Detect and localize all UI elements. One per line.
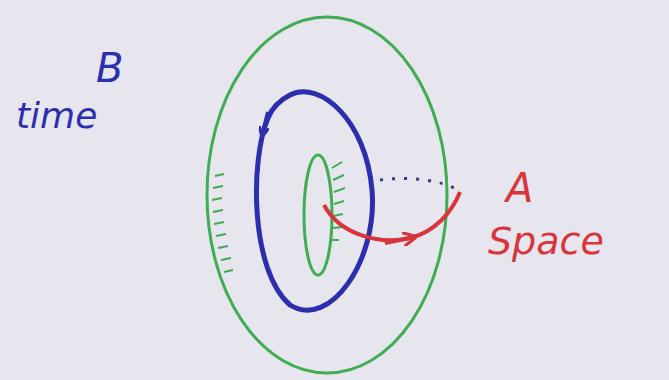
cycle-a-arc — [324, 192, 460, 240]
cycle-meaning: time — [16, 98, 97, 134]
cycle-letter: B — [96, 48, 123, 88]
cycle-letter: A — [506, 168, 533, 208]
torus-hole — [304, 155, 332, 275]
hidden-arc — [380, 178, 458, 190]
cycle-b-arrowhead — [263, 112, 268, 132]
torus-outline — [207, 17, 447, 373]
cycle-meaning: Space — [488, 222, 604, 260]
cycle-a-arrowhead — [385, 238, 410, 243]
shading-hatch — [212, 162, 345, 272]
cycle-b-loop — [256, 92, 372, 310]
